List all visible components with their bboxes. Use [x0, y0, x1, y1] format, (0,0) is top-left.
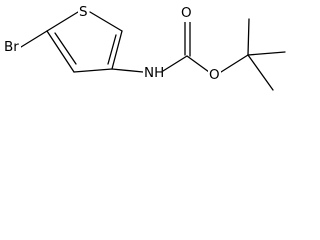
- atom-label-ester-oxygen: O: [209, 67, 220, 83]
- atom-label-carbonyl-oxygen: O: [181, 5, 192, 21]
- bond-br-c5: [20, 30, 48, 48]
- bond-c4-c5-inner: [54, 32, 77, 65]
- bond-c2-c3-inner: [107, 34, 117, 65]
- bond-c2-c3: [111, 30, 123, 70]
- bond-cq-me-top: [247, 18, 250, 56]
- bond-c5-s1: [46, 11, 79, 32]
- bond-nh-carbonyl: [162, 55, 188, 72]
- bond-c3-c4: [73, 68, 113, 73]
- atom-label-layer: Br S NH O O: [3, 3, 221, 84]
- bond-c4-c5: [46, 30, 75, 73]
- bond-layer: [20, 11, 286, 91]
- bond-oest-cq: [220, 54, 249, 73]
- atom-label-bromine: Br: [4, 39, 19, 55]
- bond-cq-me-right: [247, 51, 286, 56]
- bond-c3-nh: [111, 68, 144, 73]
- bond-carbonyl-oest: [186, 55, 210, 73]
- bond-s1-c2: [89, 11, 123, 32]
- chemical-structure: Br S NH O O: [3, 3, 286, 91]
- atom-label-sulfur: S: [79, 4, 88, 20]
- bond-cq-me-bottom: [247, 54, 274, 91]
- atom-label-nh: NH: [144, 65, 164, 81]
